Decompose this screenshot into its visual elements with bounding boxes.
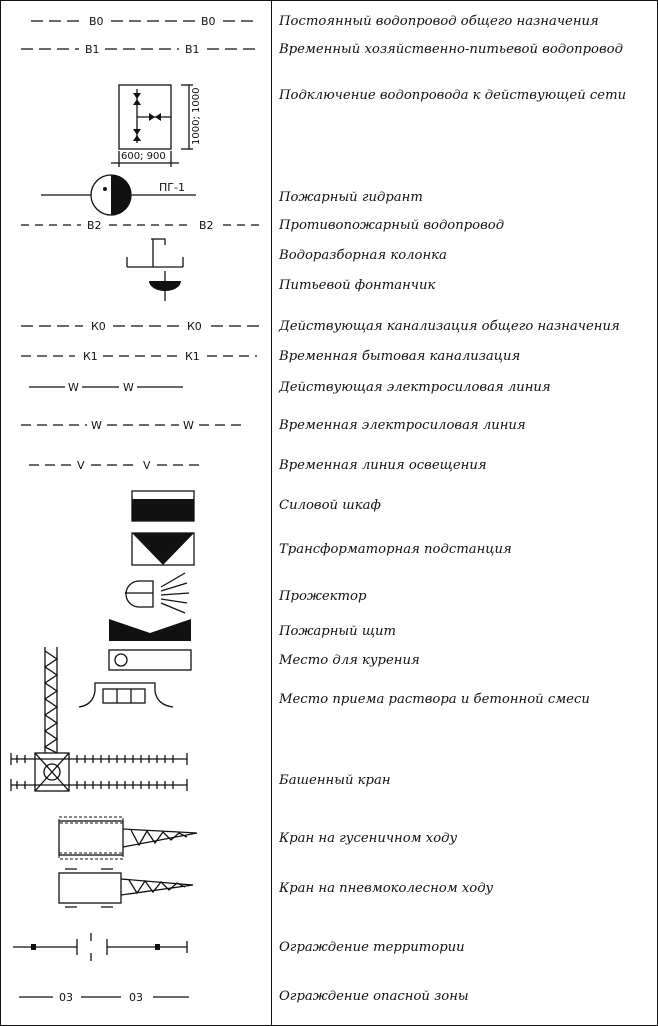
legend-row-fire-hydrant: ПГ-1 Пожарный гидрант [1, 174, 657, 216]
legend-caption: Подключение водопровода к действующей се… [279, 88, 627, 103]
legend-row-drinking-fountain: Питьевой фонтанчик [1, 271, 657, 305]
symbol-pneumatic-crane [1, 865, 271, 915]
legend-caption: Временная линия освещения [279, 458, 487, 473]
line-label: В0 [201, 15, 216, 28]
legend-row-fire-water-supply: В2 В2 Противопожарный водопровод [1, 213, 657, 237]
legend-caption: Временный хозяйственно-питьевой водопров… [279, 42, 623, 57]
legend-caption: Постоянный водопровод общего назначения [279, 14, 599, 29]
legend-row-smoking-area: Место для курения [1, 646, 657, 674]
line-label: В2 [199, 219, 214, 232]
symbol-smoking-area [1, 646, 271, 674]
legend-caption: Ограждение опасной зоны [279, 989, 469, 1004]
line-label: V [77, 459, 85, 472]
line-label: W [123, 381, 134, 394]
legend-row-transformer-substation: Трансформаторная подстанция [1, 531, 657, 567]
legend-row-pneumatic-crane: Кран на пневмоколесном ходу [1, 865, 657, 915]
line-label: К0 [187, 320, 202, 333]
legend-row-temporary-water-supply: В1 В1 Временный хозяйственно-питьевой во… [1, 37, 657, 61]
legend-row-existing-sewer: К0 К0 Действующая канализация общего наз… [1, 314, 657, 338]
legend-caption: Действующая электросиловая линия [279, 380, 551, 395]
legend-row-water-connection: 1000; 1000 600; 900 Подключение водопров… [1, 79, 657, 179]
symbol-temporary-power-line: W W [1, 412, 271, 438]
legend-row-power-cabinet: Силовой шкаф [1, 487, 657, 523]
legend-row-tower-crane: Башенный кран [1, 641, 657, 801]
line-label: В1 [85, 43, 100, 56]
symbol-fire-water-line: В2 В2 [1, 213, 271, 237]
symbol-floodlight [1, 569, 271, 617]
symbol-temporary-sewer-line: К1 К1 [1, 344, 271, 368]
line-label: 03 [59, 991, 73, 1004]
symbol-temporary-water-line: В1 В1 [1, 37, 271, 61]
line-label: W [68, 381, 79, 394]
legend-caption: Противопожарный водопровод [279, 218, 505, 233]
symbol-crawler-crane [1, 813, 271, 863]
legend-row-temporary-power-line: W W Временная электросиловая линия [1, 412, 657, 438]
legend-row-water-standpipe: Водоразборная колонка [1, 233, 657, 273]
symbol-water-standpipe [1, 233, 271, 273]
legend-row-crawler-crane: Кран на гусеничном ходу [1, 813, 657, 863]
legend-caption: Кран на гусеничном ходу [279, 831, 458, 846]
symbol-existing-power-line: W W [1, 374, 271, 400]
legend-row-temporary-sewer: К1 К1 Временная бытовая канализация [1, 344, 657, 368]
legend-caption: Трансформаторная подстанция [279, 542, 512, 557]
symbol-fire-board [1, 615, 271, 645]
symbol-power-cabinet [1, 487, 271, 523]
dimension-label: 600; 900 [121, 151, 166, 162]
hydrant-label: ПГ-1 [159, 181, 185, 194]
legend-caption: Водоразборная колонка [279, 248, 447, 263]
legend-row-floodlight: Прожектор [1, 569, 657, 617]
legend-caption: Питьевой фонтанчик [279, 278, 436, 293]
symbol-transformer-substation [1, 531, 271, 567]
symbol-fire-hydrant: ПГ-1 [1, 174, 271, 216]
symbol-mortar-receiving [1, 677, 271, 719]
line-label: 03 [129, 991, 143, 1004]
legend-caption: Место приема раствора и бетонной смеси [279, 692, 590, 707]
legend-row-fire-board: Пожарный щит [1, 615, 657, 645]
symbol-site-fence [1, 927, 271, 967]
line-label: В2 [87, 219, 102, 232]
legend-caption: Место для курения [279, 653, 420, 668]
legend-caption: Действующая канализация общего назначени… [279, 319, 620, 334]
dimension-label: 1000; 1000 [191, 88, 202, 145]
symbol-water-connection: 1000; 1000 600; 900 [1, 79, 271, 179]
symbol-drinking-fountain [1, 271, 271, 305]
legend-caption: Пожарный гидрант [279, 190, 423, 205]
line-label: В1 [185, 43, 200, 56]
line-label: W [183, 419, 194, 432]
line-label: К1 [185, 350, 200, 363]
legend-row-mortar-receiving: Место приема раствора и бетонной смеси [1, 677, 657, 719]
line-label: W [91, 419, 102, 432]
legend-caption: Прожектор [279, 589, 367, 604]
legend-row-existing-power-line: W W Действующая электросиловая линия [1, 374, 657, 400]
line-label: К1 [83, 350, 98, 363]
legend-row-temporary-lighting-line: V V Временная линия освещения [1, 452, 657, 478]
legend-row-danger-zone-fence: 03 03 Ограждение опасной зоны [1, 983, 657, 1011]
legend-caption: Временная бытовая канализация [279, 349, 521, 364]
legend-caption: Пожарный щит [279, 624, 397, 639]
column-divider [271, 1, 272, 1025]
legend-caption: Ограждение территории [279, 940, 465, 955]
legend-row-permanent-water-supply: В0 В0 Постоянный водопровод общего назна… [1, 9, 657, 33]
symbol-temporary-lighting-line: V V [1, 452, 271, 478]
legend-caption: Башенный кран [279, 773, 391, 788]
legend-caption: Временная электросиловая линия [279, 418, 526, 433]
legend-row-site-fence: Ограждение территории [1, 927, 657, 967]
line-label: V [143, 459, 151, 472]
legend-caption: Кран на пневмоколесном ходу [279, 881, 494, 896]
symbol-tower-crane [1, 641, 271, 801]
legend-caption: Силовой шкаф [279, 498, 381, 513]
line-label: В0 [89, 15, 104, 28]
symbol-permanent-water-line: В0 В0 [1, 9, 271, 33]
symbol-danger-zone-fence: 03 03 [1, 983, 271, 1011]
line-label: К0 [91, 320, 106, 333]
symbol-existing-sewer-line: К0 К0 [1, 314, 271, 338]
